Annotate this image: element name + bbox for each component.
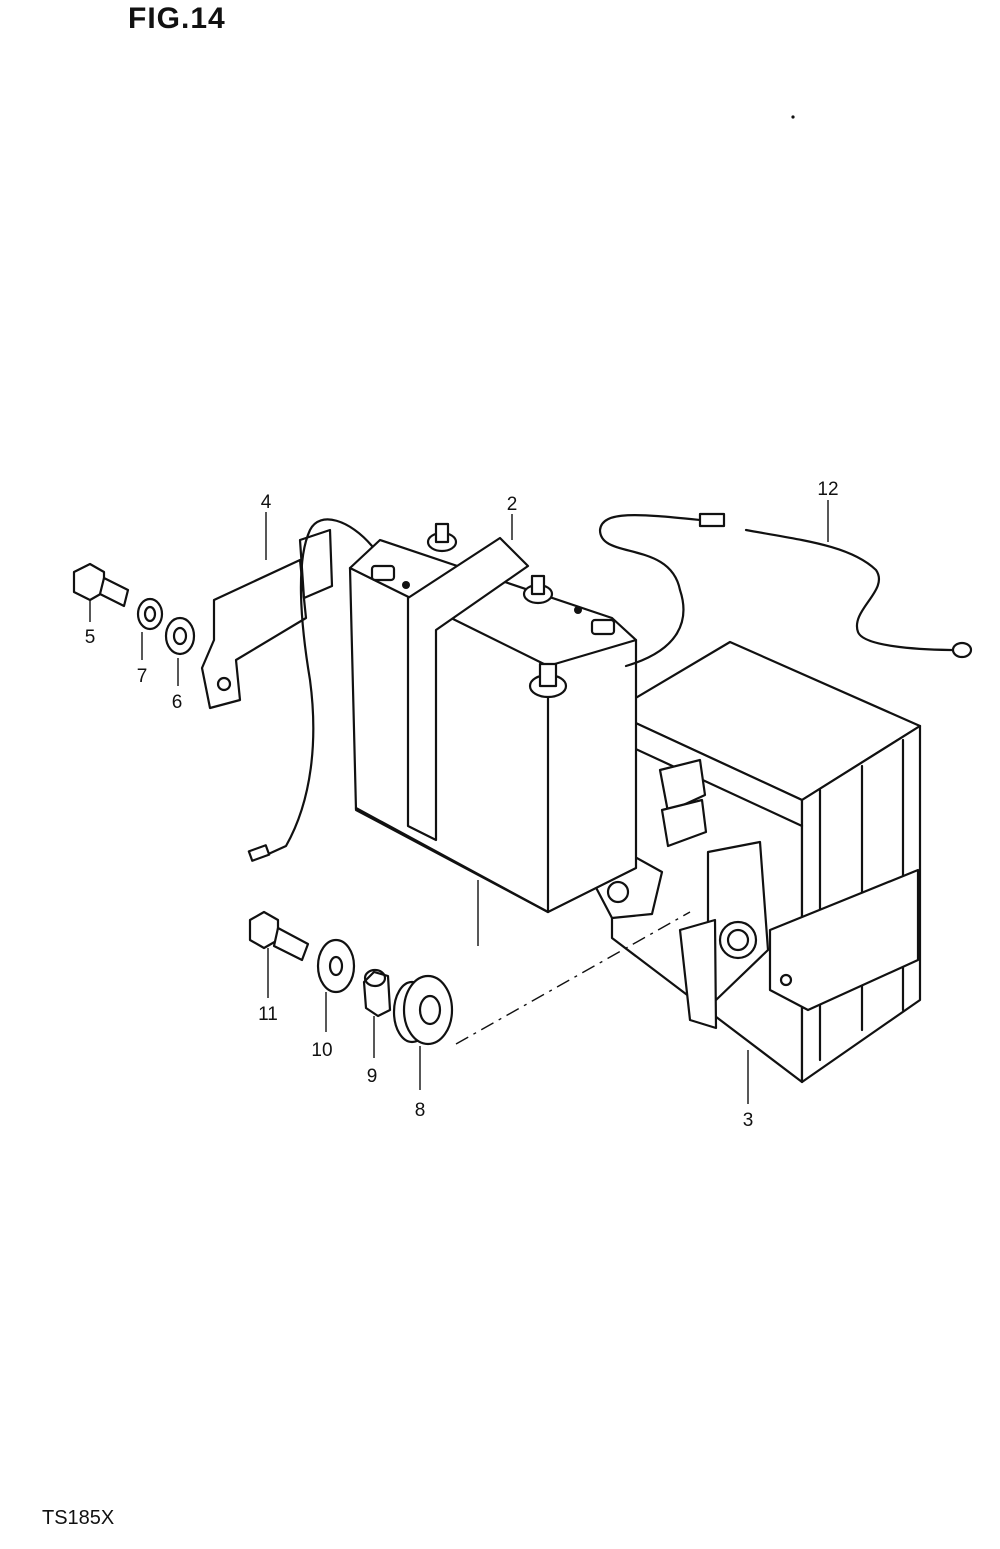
bolt-5 — [72, 562, 130, 622]
washer-7 — [136, 597, 164, 660]
spacer-9 — [362, 968, 392, 1058]
model-code: TS185X — [42, 1507, 115, 1529]
battery-case — [590, 640, 922, 1104]
stray-dot — [791, 115, 795, 119]
callout-4: 4 — [261, 492, 272, 513]
callout-9: 9 — [367, 1066, 378, 1087]
callout-11: 11 — [258, 1004, 278, 1025]
callout-6: 6 — [172, 692, 183, 713]
callout-7: 7 — [137, 666, 148, 687]
figure-title: FIG.14 — [128, 2, 226, 35]
battery — [348, 514, 638, 946]
callout-10: 10 — [311, 1040, 332, 1061]
lead-wire — [598, 500, 973, 668]
callout-3: 3 — [743, 1110, 754, 1131]
wire-bracket — [200, 512, 374, 862]
callout-2: 2 — [507, 494, 518, 515]
assembly-line — [455, 911, 691, 1045]
callout-5: 5 — [85, 627, 96, 648]
callout-12: 12 — [817, 479, 838, 500]
callout-8: 8 — [415, 1100, 426, 1121]
bolt-11 — [248, 910, 310, 998]
washer-10 — [316, 938, 356, 1032]
grommet-8 — [392, 974, 454, 1090]
washer-6 — [164, 616, 196, 686]
